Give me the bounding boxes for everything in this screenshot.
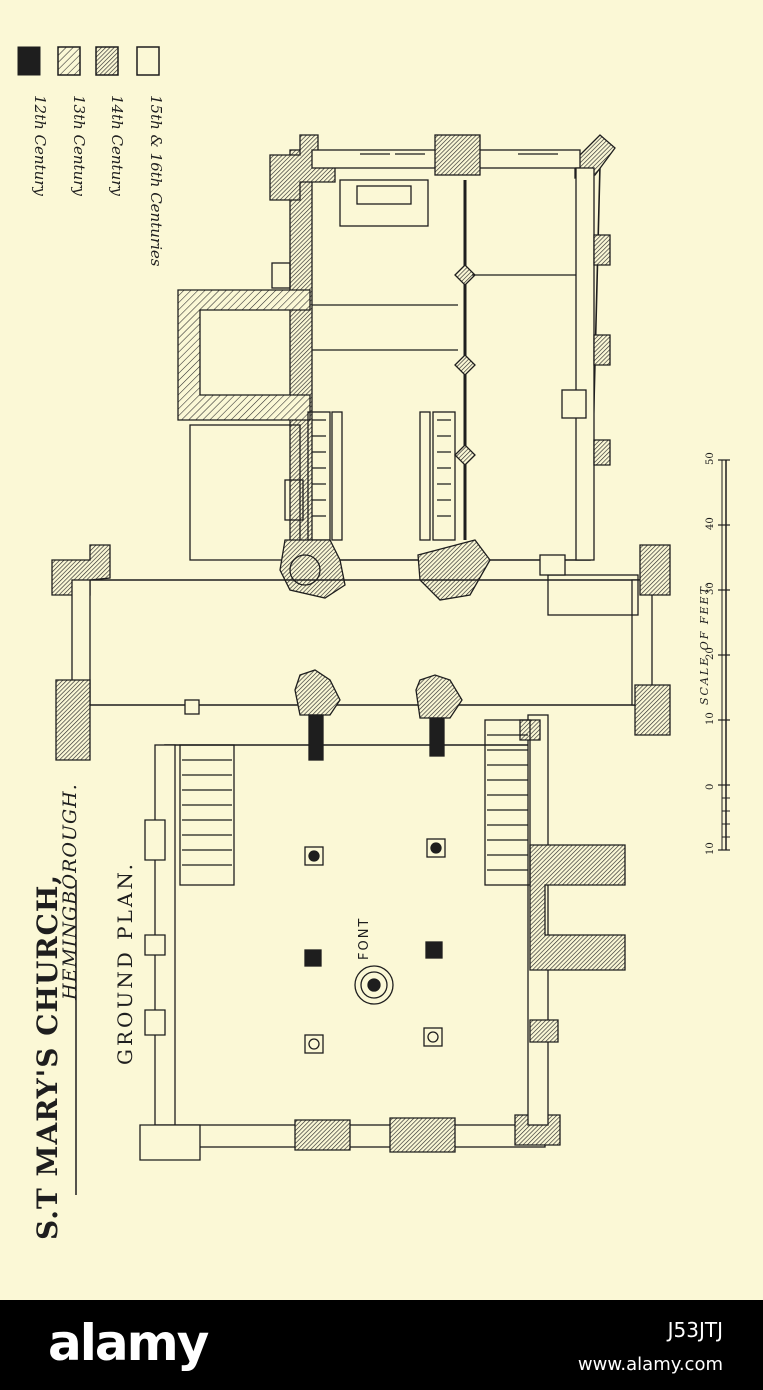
chancel-arch-pier-north: [279, 539, 346, 599]
nave-column-n3: [304, 1034, 324, 1054]
north-transept-end: [51, 544, 111, 596]
crossing-pier-south: [415, 674, 463, 719]
nave-outline: [164, 744, 531, 1136]
crossing-pier-south-base: [429, 717, 445, 757]
west-tower-buttress: [294, 1119, 351, 1151]
east-buttress-south: [574, 134, 616, 179]
scale-ticks: 10 0 10 20 30 40 50: [705, 452, 730, 855]
chancel-pier-3: [454, 444, 476, 466]
chancel-arch-pier-south: [417, 539, 491, 601]
watermark-footer: alamy J53JTJ www.alamy.com: [0, 1300, 763, 1390]
stock-image-id: J53JTJ: [667, 1318, 723, 1342]
altar-step: [339, 179, 429, 227]
vestry-steps: [271, 262, 291, 289]
scale-tick-label: 10: [705, 842, 716, 855]
nave-column-n3-core: [308, 1038, 320, 1050]
plan-subtitle: GROUND PLAN.: [113, 861, 137, 1065]
transept-pillar: [184, 699, 200, 715]
church-ground-plan: 12th Century 13th Century 14th Century 1…: [17, 46, 730, 1240]
transept-chapel: [547, 574, 639, 616]
site-url: www.alamy.com: [577, 1354, 723, 1375]
rood-stair: [289, 554, 321, 586]
legend-swatch-12th: [17, 46, 41, 76]
legend-label-15th-16th: 15th & 16th Centuries: [147, 95, 165, 267]
chancel-south-wall: [575, 167, 595, 561]
scale-tick-label: 50: [705, 452, 716, 465]
legend: 12th Century 13th Century 14th Century 1…: [17, 46, 165, 267]
legend-swatch-13th: [57, 46, 81, 76]
vestry-walls: [177, 289, 311, 421]
chancel-north-buttress: [434, 134, 481, 176]
nave-column-s3: [423, 1027, 443, 1047]
alamy-logo: alamy: [48, 1314, 209, 1372]
choir-stalls-south: [419, 411, 456, 541]
legend-swatch-15th-16th: [136, 46, 160, 76]
altar: [356, 185, 412, 205]
west-buttress-north: [139, 1124, 201, 1161]
plan-plate: 12th Century 13th Century 14th Century 1…: [17, 46, 730, 1240]
chancel-south-buttresses: [593, 234, 611, 466]
south-transept-buttress-1: [639, 544, 671, 596]
legend-swatch-14th: [95, 46, 119, 76]
west-porch-buttress: [389, 1117, 456, 1153]
plan-subtitle-place: HEMINGBOROUGH.: [59, 783, 81, 1001]
legend-label-13th: 13th Century: [70, 95, 88, 196]
plan-title: S.T MARY'S CHURCH,: [31, 874, 64, 1240]
vestry-window: [284, 479, 304, 521]
choir-stalls-north: [307, 411, 343, 541]
scale-tick-label: 0: [705, 784, 716, 790]
floor-plan: [51, 134, 671, 1161]
chancel-south-porch: [561, 389, 587, 419]
chancel-pier-2: [454, 354, 476, 376]
nave-column-s2: [425, 941, 443, 959]
south-pews: [484, 719, 531, 886]
north-transept-buttress: [55, 679, 91, 761]
title-block: S.T MARY'S CHURCH, HEMINGBOROUGH. GROUND…: [31, 783, 137, 1240]
scale-tick-label: 30: [705, 582, 716, 595]
legend-label-12th: 12th Century: [31, 95, 49, 196]
north-pews: [179, 744, 235, 886]
font-label: FONT: [357, 917, 372, 960]
crossing-pier-north-base: [308, 714, 324, 761]
font-basin: [354, 965, 394, 1005]
crossing-pier-north: [294, 669, 341, 716]
transept-outline: [84, 579, 641, 706]
nave-column-s3-core: [427, 1031, 439, 1043]
south-aisle-buttresses: [519, 719, 559, 1043]
transept-window: [539, 554, 566, 576]
nave-north-buttresses: [144, 819, 166, 1036]
nave-column-n1-core: [308, 850, 320, 862]
legend-label-14th: 14th Century: [108, 95, 126, 196]
chancel-outline: [304, 164, 601, 561]
nave-column-s1-core: [430, 842, 442, 854]
scale-tick-label: 40: [705, 517, 716, 530]
scale-tick-label: 10: [705, 712, 716, 725]
chancel-east-wall: [289, 149, 313, 561]
south-transept-buttress-2: [634, 684, 671, 736]
south-porch: [529, 844, 626, 971]
scale-tick-label: 20: [705, 647, 716, 660]
vestry-chamber: [189, 424, 301, 561]
scale-caption: SCALE OF FEET.: [698, 581, 711, 705]
nave-column-n2: [304, 949, 322, 967]
